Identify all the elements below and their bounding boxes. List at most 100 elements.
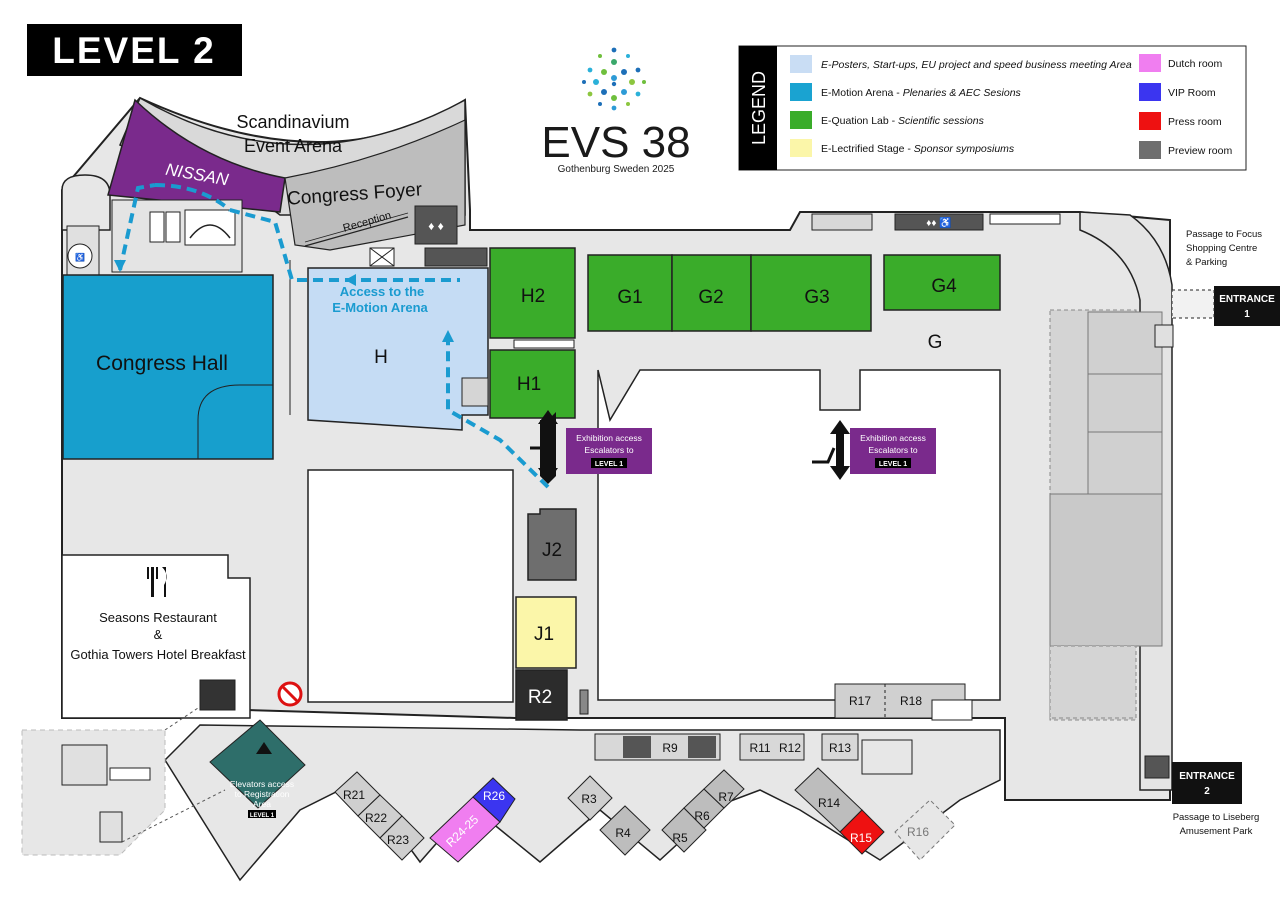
room-h2-label: H2 — [521, 286, 545, 307]
room-j1-label: J1 — [534, 624, 554, 645]
legend-swatch-vip — [1139, 83, 1161, 101]
room-g1-label: G1 — [617, 287, 642, 308]
top-facilities: ♦♦ ♿ — [811, 213, 1061, 231]
room-r16-label: R16 — [907, 825, 929, 839]
cutlery-icon — [147, 567, 167, 597]
restaurant-label-1: Seasons Restaurant — [99, 610, 217, 625]
room-r6-label: R6 — [694, 809, 710, 823]
svg-text:E-Lectrified Stage - Sponsor s: E-Lectrified Stage - Sponsor symposiums — [821, 143, 1015, 155]
entrance-1-line1: ENTRANCE — [1219, 294, 1275, 305]
exhibition-access-callout-1: Exhibition access Escalators to LEVEL 1 — [530, 410, 652, 484]
escalator-icon-2 — [812, 447, 836, 464]
room-r3-label: R3 — [581, 792, 597, 806]
elevator-arrow-icon — [256, 742, 272, 754]
legend-label-electrified: E-Lectrified Stage - — [821, 143, 914, 155]
logo-dots-icon — [582, 47, 646, 111]
stairs-icon-entrance1 — [1154, 324, 1174, 348]
room-r13-label: R13 — [829, 741, 851, 755]
room-r26-label: R26 — [483, 789, 505, 803]
elevators-line3: Area — [253, 799, 271, 809]
legend-label-preview: Preview room — [1168, 145, 1232, 157]
elevator-area: Elevators access to Registration Area LE… — [21, 679, 306, 856]
elevators-line1: Elevators access — [230, 779, 294, 789]
room-r2 — [515, 669, 568, 721]
hall-h-label: H — [374, 347, 388, 368]
walkway-arrows — [513, 339, 575, 349]
access-label-1: Access to the — [340, 284, 425, 299]
exhibition-1-line2: Escalators to — [584, 445, 633, 455]
exhibition-stands-right — [1049, 309, 1163, 721]
toilet-icon-upper: ♦ ♦ — [428, 219, 444, 233]
room-g2 — [671, 254, 752, 332]
legend-label-equation: E-Quation Lab - — [821, 115, 898, 127]
room-j2 — [527, 508, 577, 581]
elevators-line2: to Registration — [235, 789, 290, 799]
stairs-icon-h1 — [461, 377, 489, 407]
focus-line3: & Parking — [1186, 257, 1227, 268]
congress-hall-label: Congress Hall — [96, 352, 228, 375]
evs-logo: EVS 38 Gothenburg Sweden 2025 — [541, 47, 691, 175]
room-r21-label: R21 — [343, 788, 365, 802]
nissan-facilities: ♿ — [66, 199, 243, 277]
focus-line2: Shopping Centre — [1186, 243, 1257, 254]
legend-label-eposters: E-Posters, Start-ups, EU project and spe… — [821, 59, 1132, 71]
seasons-restaurant — [61, 554, 251, 719]
room-j2-label: J2 — [542, 540, 562, 561]
room-r7-label: R7 — [718, 790, 734, 804]
congress-hall — [62, 274, 274, 460]
restaurant-label-2: & — [154, 627, 163, 642]
entrance-1[interactable]: ENTRANCE 1 — [1214, 286, 1280, 326]
entrance-2-line1: ENTRANCE — [1179, 771, 1235, 782]
legend-swatch-equation — [790, 111, 812, 129]
svg-text:E-Quation Lab - Scientific ses: E-Quation Lab - Scientific sessions — [821, 115, 985, 127]
entrance-2[interactable]: ENTRANCE 2 — [1172, 762, 1242, 804]
room-r14-label: R14 — [818, 796, 840, 810]
logo-title: EVS 38 — [541, 118, 690, 167]
access-label-2: E-Motion Arena — [332, 300, 428, 315]
legend-sub-electrified: Sponsor symposiums — [914, 143, 1015, 155]
restaurant-label-3: Gothia Towers Hotel Breakfast — [70, 647, 246, 662]
room-r17-label: R17 — [849, 694, 871, 708]
legend-label-dutch: Dutch room — [1168, 58, 1223, 70]
legend-swatch-emotion — [790, 83, 812, 101]
hall-white-center — [597, 369, 1001, 701]
room-r23-label: R23 — [387, 833, 409, 847]
legend-label-press: Press room — [1168, 116, 1222, 128]
room-r12-label: R12 — [779, 741, 801, 755]
exhibition-2-line1: Exhibition access — [860, 433, 926, 443]
room-r22-label: R22 — [365, 811, 387, 825]
arena-label-1: Scandinavium — [236, 112, 349, 132]
room-j1 — [515, 596, 577, 669]
exhibition-2-tag: LEVEL 1 — [879, 461, 907, 468]
svg-text:E-Motion Arena - Plenaries & A: E-Motion Arena - Plenaries & AEC Sesions — [821, 87, 1022, 99]
level-badge-text: LEVEL 2 — [52, 30, 215, 71]
up-down-arrow-icon-2 — [836, 430, 844, 470]
room-r2-label: R2 — [528, 687, 552, 708]
legend-sub-equation: Scientific sessions — [898, 115, 985, 127]
room-h1 — [489, 349, 576, 419]
hall-g-label: G — [928, 332, 943, 353]
elevators-tag: LEVEL 1 — [250, 813, 275, 819]
legend-swatch-preview — [1139, 141, 1161, 159]
room-g3 — [750, 254, 872, 332]
toilet-icon: ♿ — [75, 252, 85, 262]
room-g2-label: G2 — [698, 287, 723, 308]
legend: LEGEND E-Posters, Start-ups, EU project … — [738, 45, 1247, 171]
legend-swatch-electrified — [790, 139, 812, 157]
legend-swatch-eposters — [790, 55, 812, 73]
legend-swatch-press — [1139, 112, 1161, 130]
exhibition-2-line2: Escalators to — [868, 445, 917, 455]
exhibition-1-tag: LEVEL 1 — [595, 461, 623, 468]
room-r4-label: R4 — [615, 826, 631, 840]
level-badge: LEVEL 2 — [27, 24, 242, 76]
toilet-icon-top: ♦♦ ♿ — [926, 216, 951, 229]
focus-line1: Passage to Focus — [1186, 229, 1262, 240]
room-g4 — [883, 254, 1001, 311]
arena-label-2: Event Arena — [244, 136, 343, 156]
room-r18-label: R18 — [900, 694, 922, 708]
room-g4-label: G4 — [931, 276, 957, 297]
legend-heading: LEGEND — [749, 71, 769, 145]
room-h1-label: H1 — [517, 374, 541, 395]
legend-label-vip: VIP Room — [1168, 87, 1216, 99]
facility-strip — [424, 247, 488, 267]
